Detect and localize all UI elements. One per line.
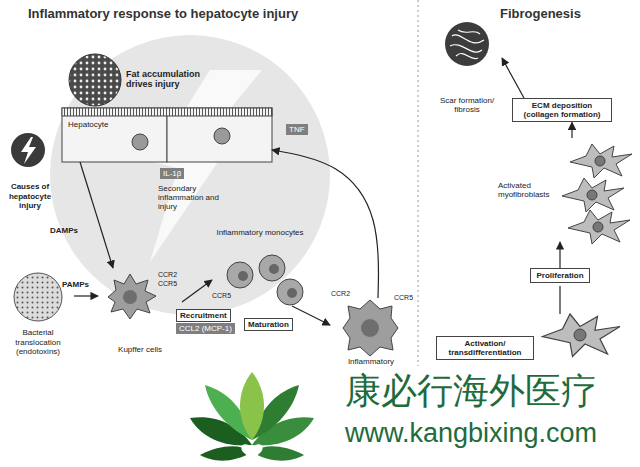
fat-droplet [69, 54, 121, 106]
node-text: Causes of hepatocyte injury [2, 182, 58, 210]
panel-title: Inflammatory response to hepatocyte inju… [28, 7, 298, 22]
edge-label: PAMPs [62, 280, 89, 289]
edge-label: Maturation [244, 318, 293, 331]
connector-arrow [292, 306, 330, 325]
injury-note: Fat accumulation drives injury [126, 64, 250, 94]
edge-label: Recruitment [176, 309, 231, 322]
scar-outcome: Scar formation/ fibrosis [432, 20, 502, 114]
proliferation-stem [559, 286, 560, 314]
macrophage-cell [343, 300, 398, 356]
hepatocyte-cell: Hepatocyte [62, 108, 272, 162]
node-text: Inflammatory monocytes [216, 228, 303, 237]
process-box: ECM deposition (collagen formation) [512, 98, 612, 122]
connector-arrow [502, 58, 524, 98]
cytokine-tag: TNF [286, 124, 308, 135]
node-text: Fat accumulation drives injury [126, 69, 218, 90]
bacteria [14, 273, 62, 321]
injury-icon [11, 133, 45, 167]
process-box: Proliferation [530, 268, 590, 283]
myofibroblast-cells [562, 144, 632, 244]
process-box: Activation/ transdifferentiation [436, 336, 534, 360]
receptor-label: CCR5 [212, 292, 231, 300]
receptor-label: CCR2 [331, 290, 350, 298]
panel-divider [418, 0, 419, 366]
macrophage-cell: Inflammatory [330, 298, 412, 366]
cytokine-tag: IL-1β [160, 168, 184, 179]
watermark-band [0, 366, 640, 467]
node-text: Hepatocyte [68, 120, 138, 129]
connector-arrow [559, 242, 560, 268]
node-text: Proliferation [534, 271, 586, 280]
node-text: ECM deposition (collagen formation) [516, 101, 608, 119]
connector-arrow [182, 280, 212, 302]
connector-arrow [74, 295, 98, 296]
hepatocyte-cells [62, 108, 272, 162]
node-text: Kupffer cells [118, 345, 162, 354]
receptor-label: CCR2 [158, 271, 177, 279]
node-text: Activated myofibroblasts [498, 181, 562, 199]
watermark-text: 康必行海外医疗 [345, 370, 597, 411]
monocyte-cells [227, 255, 303, 305]
panel-title: Fibrogenesis [500, 7, 581, 22]
connector-arrow [80, 162, 113, 268]
node-text: Bacterial translocation (endotoxins) [2, 328, 74, 356]
myofibroblast-group: Activated myofibroblasts [498, 138, 634, 242]
node-text: Inflammatory [348, 357, 394, 366]
effect-note: Secondary inflammation and injury [158, 184, 230, 212]
node-text: Activation/ transdifferentiation [440, 339, 530, 357]
scar-icon [445, 22, 489, 66]
kupffer-cell [108, 274, 156, 319]
chemokine-tag: CCL2 (MCP-1) [176, 323, 235, 334]
node-text: Scar formation/ fibrosis [432, 96, 502, 114]
receptor-label: CCR5 [394, 294, 413, 302]
receptor-label: CCR5 [158, 280, 177, 288]
connector-arrow [272, 150, 379, 298]
edge-label: DAMPs [50, 226, 78, 235]
injury-cause: Causes of hepatocyte injury [2, 130, 58, 210]
connector-arrow [571, 122, 572, 138]
injury-zone [50, 35, 330, 315]
watermark-url: www.kangbixing.com [345, 418, 597, 449]
stellate-cell [543, 314, 621, 357]
watermark-logo [190, 372, 314, 461]
